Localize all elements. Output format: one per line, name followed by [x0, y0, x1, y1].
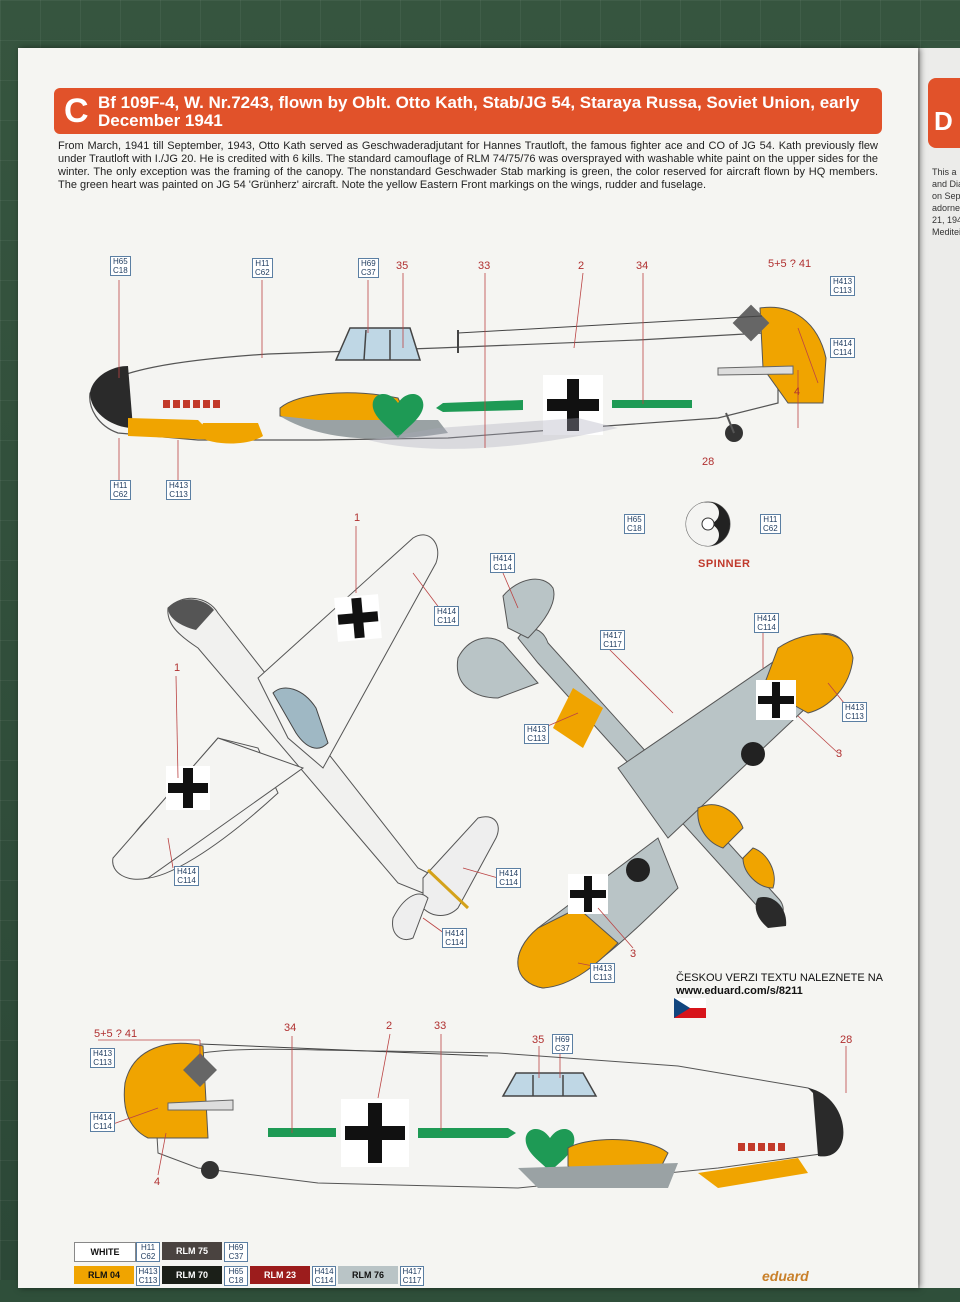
aircraft-drawings [89, 272, 854, 1189]
legend-rlm75-chip: RLM 75 [162, 1242, 222, 1260]
legend-rlm70-chip: RLM 70 [162, 1266, 222, 1284]
profile-description: From March, 1941 till September, 1943, O… [58, 140, 878, 191]
profile-title: Bf 109F-4, W. Nr.7243, flown by Oblt. Ot… [98, 93, 860, 130]
decal-number-4-bottom: 4 [154, 1176, 161, 1188]
instruction-page: C Bf 109F-4, W. Nr.7243, flown by Oblt. … [18, 48, 918, 1288]
legend-rlm76-chip: RLM 76 [338, 1266, 398, 1284]
eduard-logo: eduard [762, 1268, 809, 1284]
tail-code-bottom: 5+5 ? 41 [94, 1028, 138, 1040]
profile-header: C Bf 109F-4, W. Nr.7243, flown by Oblt. … [54, 88, 882, 134]
tail-code-top: 5+5 ? 41 [768, 258, 812, 270]
lower-view [456, 578, 854, 989]
decal-number-3-right: 3 [836, 748, 843, 760]
decal-number-2-bottom: 2 [386, 1020, 393, 1032]
czech-version-note: ČESKOU VERZI TEXTU NALEZNETE NA [676, 972, 884, 984]
decal-number-34-bottom: 34 [284, 1022, 297, 1034]
decal-number-28-bottom: 28 [840, 1034, 853, 1046]
profile-letter: C [64, 92, 89, 130]
legend-rlm23-chip: RLM 23 [250, 1266, 310, 1284]
upper-view [112, 534, 499, 941]
decal-number-35: 35 [396, 260, 409, 272]
next-page-edge: D This a and Dia on Sep adorne 21, 194 M… [918, 48, 960, 1288]
decal-number-28: 28 [702, 456, 715, 468]
decal-number-33-bottom: 33 [434, 1020, 447, 1032]
spinner-front-view [685, 501, 731, 547]
legend-white-chip: WHITE [74, 1242, 136, 1262]
czech-version-link[interactable]: www.eduard.com/s/8211 [676, 985, 803, 997]
decal-number-3-left: 3 [630, 948, 637, 960]
decal-number-1-upper: 1 [354, 512, 361, 524]
decal-number-1-lower: 1 [174, 662, 181, 674]
decal-number-35-bottom: 35 [532, 1034, 545, 1046]
decal-number-34: 34 [636, 260, 649, 272]
side-view-right [123, 1042, 844, 1189]
decal-number-33: 33 [478, 260, 491, 272]
spinner-label: SPINNER [698, 558, 751, 570]
side-view-left [89, 304, 827, 449]
decal-number-4-top: 4 [794, 386, 801, 398]
czech-flag-icon [674, 998, 706, 1018]
next-profile-snippet: This a and Dia on Sep adorne 21, 194 Med… [932, 167, 960, 237]
next-profile-letter: D [934, 106, 953, 136]
decal-number-2: 2 [578, 260, 585, 272]
next-profile-tab: D [928, 78, 960, 148]
legend-rlm04-chip: RLM 04 [74, 1266, 134, 1284]
